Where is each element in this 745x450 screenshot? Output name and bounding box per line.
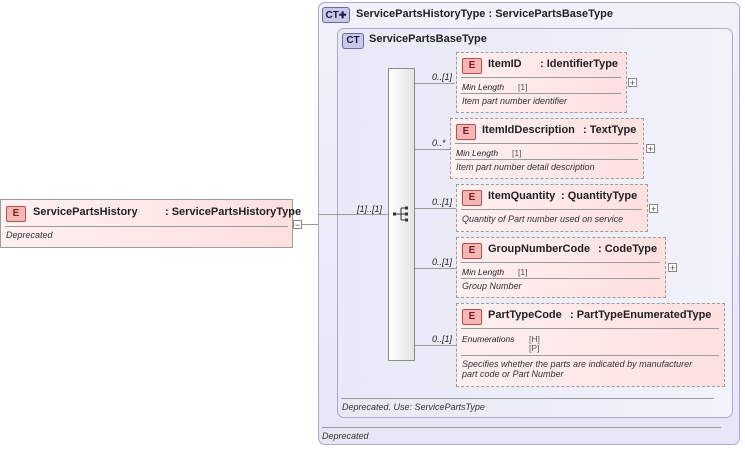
connector-line	[415, 149, 450, 150]
sequence-multiplicity: [1]..[1]	[357, 204, 383, 214]
property-name: Min Length	[462, 267, 505, 277]
property-value: [1]	[518, 267, 528, 277]
element-badge: E	[6, 206, 26, 222]
element-badge: E	[462, 58, 482, 74]
element-name: GroupNumberCode	[488, 243, 591, 255]
property-name: Enumerations	[462, 334, 515, 344]
element-description: Item part number detail description	[456, 162, 595, 172]
inner-type-title: ServicePartsBaseType	[369, 33, 487, 45]
divider	[5, 226, 288, 227]
root-element-box[interactable]	[0, 199, 293, 248]
element-description: Quantity of Part number used on service	[462, 214, 624, 224]
connector-line	[415, 208, 456, 209]
element-description: Item part number identifier	[462, 96, 568, 106]
connector-line	[415, 268, 456, 269]
property-value: [H]	[529, 334, 540, 344]
ct-badge-label: CT	[325, 10, 339, 21]
element-multiplicity: 0..[1]	[432, 72, 453, 82]
element-box-groupnumbercode[interactable]	[456, 237, 666, 298]
element-description: Specifies whether the parts are indicate…	[462, 359, 693, 369]
divider	[461, 77, 621, 78]
expand-icon[interactable]: +	[628, 78, 637, 88]
root-element-type: : ServicePartsHistoryType	[165, 206, 302, 218]
element-badge: E	[462, 243, 482, 259]
outer-type-title: ServicePartsHistoryType : ServicePartsBa…	[356, 8, 614, 20]
sequence-icon	[393, 205, 411, 223]
element-type: : CodeType	[598, 243, 658, 255]
connector-line	[318, 214, 388, 215]
element-description: Group Number	[462, 281, 522, 291]
element-description: part code or Part Number	[462, 369, 564, 379]
connector-line	[415, 83, 455, 84]
element-box-itemid[interactable]	[456, 52, 627, 113]
outer-type-annotation: Deprecated	[322, 431, 369, 441]
inner-type-annotation: Deprecated. Use: ServicePartsType	[342, 402, 485, 412]
element-badge: E	[462, 190, 482, 206]
divider	[455, 143, 638, 144]
element-type: : QuantityType	[561, 190, 638, 202]
expand-icon[interactable]: +	[668, 263, 677, 273]
element-type: : IdentifierType	[540, 58, 619, 70]
element-badge: E	[456, 124, 476, 140]
divider	[461, 262, 660, 263]
divider	[461, 209, 642, 210]
connector-line	[302, 224, 318, 225]
expand-icon[interactable]: +	[646, 144, 655, 154]
connector-line	[415, 345, 456, 346]
element-name: ItemIdDescription	[482, 124, 575, 136]
element-box-itemquantity[interactable]	[456, 184, 648, 232]
divider	[455, 159, 638, 160]
element-name: ItemID	[488, 58, 522, 70]
divider	[461, 278, 660, 279]
element-name: ItemQuantity	[488, 190, 556, 202]
element-type: : TextType	[583, 124, 637, 136]
root-element-name: ServicePartsHistory	[33, 206, 138, 218]
property-name: Min Length	[456, 148, 499, 158]
property-value: [1]	[512, 148, 522, 158]
collapse-icon[interactable]: −	[293, 220, 302, 230]
element-name: PartTypeCode	[488, 309, 562, 321]
divider	[461, 93, 621, 94]
divider	[322, 427, 721, 428]
element-multiplicity: 0..[1]	[432, 197, 453, 207]
element-type: : PartTypeEnumeratedType	[570, 309, 712, 321]
divider	[461, 328, 719, 329]
root-element-annotation: Deprecated	[6, 230, 53, 240]
element-box-parttypecode[interactable]	[456, 303, 725, 387]
element-badge: E	[462, 309, 482, 325]
divider	[461, 355, 719, 356]
element-multiplicity: 0..[1]	[432, 257, 453, 267]
property-value: [P]	[529, 343, 540, 353]
property-name: Min Length	[462, 82, 505, 92]
property-value: [1]	[518, 82, 528, 92]
element-multiplicity: 0..*	[432, 138, 446, 148]
plus-icon: ✚	[338, 10, 347, 20]
ct-badge-inner: CT	[342, 33, 364, 49]
element-box-itemiddescription[interactable]	[450, 118, 644, 179]
element-multiplicity: 0..[1]	[432, 334, 453, 344]
divider	[341, 398, 714, 399]
ct-badge-outer: CT✚	[322, 7, 350, 23]
expand-icon[interactable]: +	[649, 204, 658, 214]
